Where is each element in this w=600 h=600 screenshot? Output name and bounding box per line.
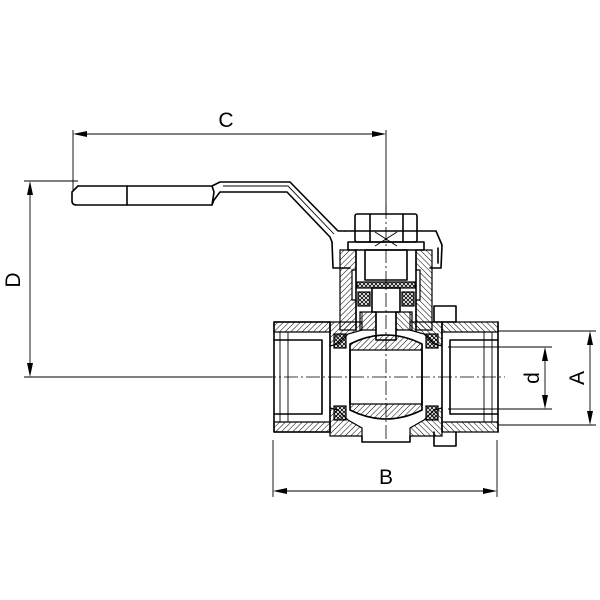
dim-c-arrow-left <box>73 131 87 137</box>
dimension-d-small: d <box>448 346 552 410</box>
dimension-a: A <box>498 330 596 426</box>
dim-b-arrow-left <box>273 488 287 494</box>
dim-a-arrow-top <box>587 331 593 345</box>
dimension-c: C <box>72 109 387 215</box>
dimension-b: B <box>272 440 498 497</box>
dim-c-label: C <box>218 109 233 132</box>
dim-c-arrow-right <box>372 131 386 137</box>
dim-dsmall-arrow-top <box>542 347 548 361</box>
valve-body <box>273 305 499 447</box>
dim-b-arrow-right <box>483 488 497 494</box>
dim-dsmall-arrow-bottom <box>542 395 548 409</box>
lever-handle <box>71 181 443 269</box>
dim-d-arrow-bottom <box>27 363 33 377</box>
dim-a-arrow-bottom <box>587 411 593 425</box>
dim-a-label: A <box>566 371 589 385</box>
dim-dsmall-label: d <box>521 372 544 384</box>
dim-d-label: D <box>2 272 25 287</box>
dim-b-label: B <box>379 466 393 489</box>
dimension-d: D <box>2 180 272 378</box>
dim-d-arrow-top <box>27 181 33 195</box>
